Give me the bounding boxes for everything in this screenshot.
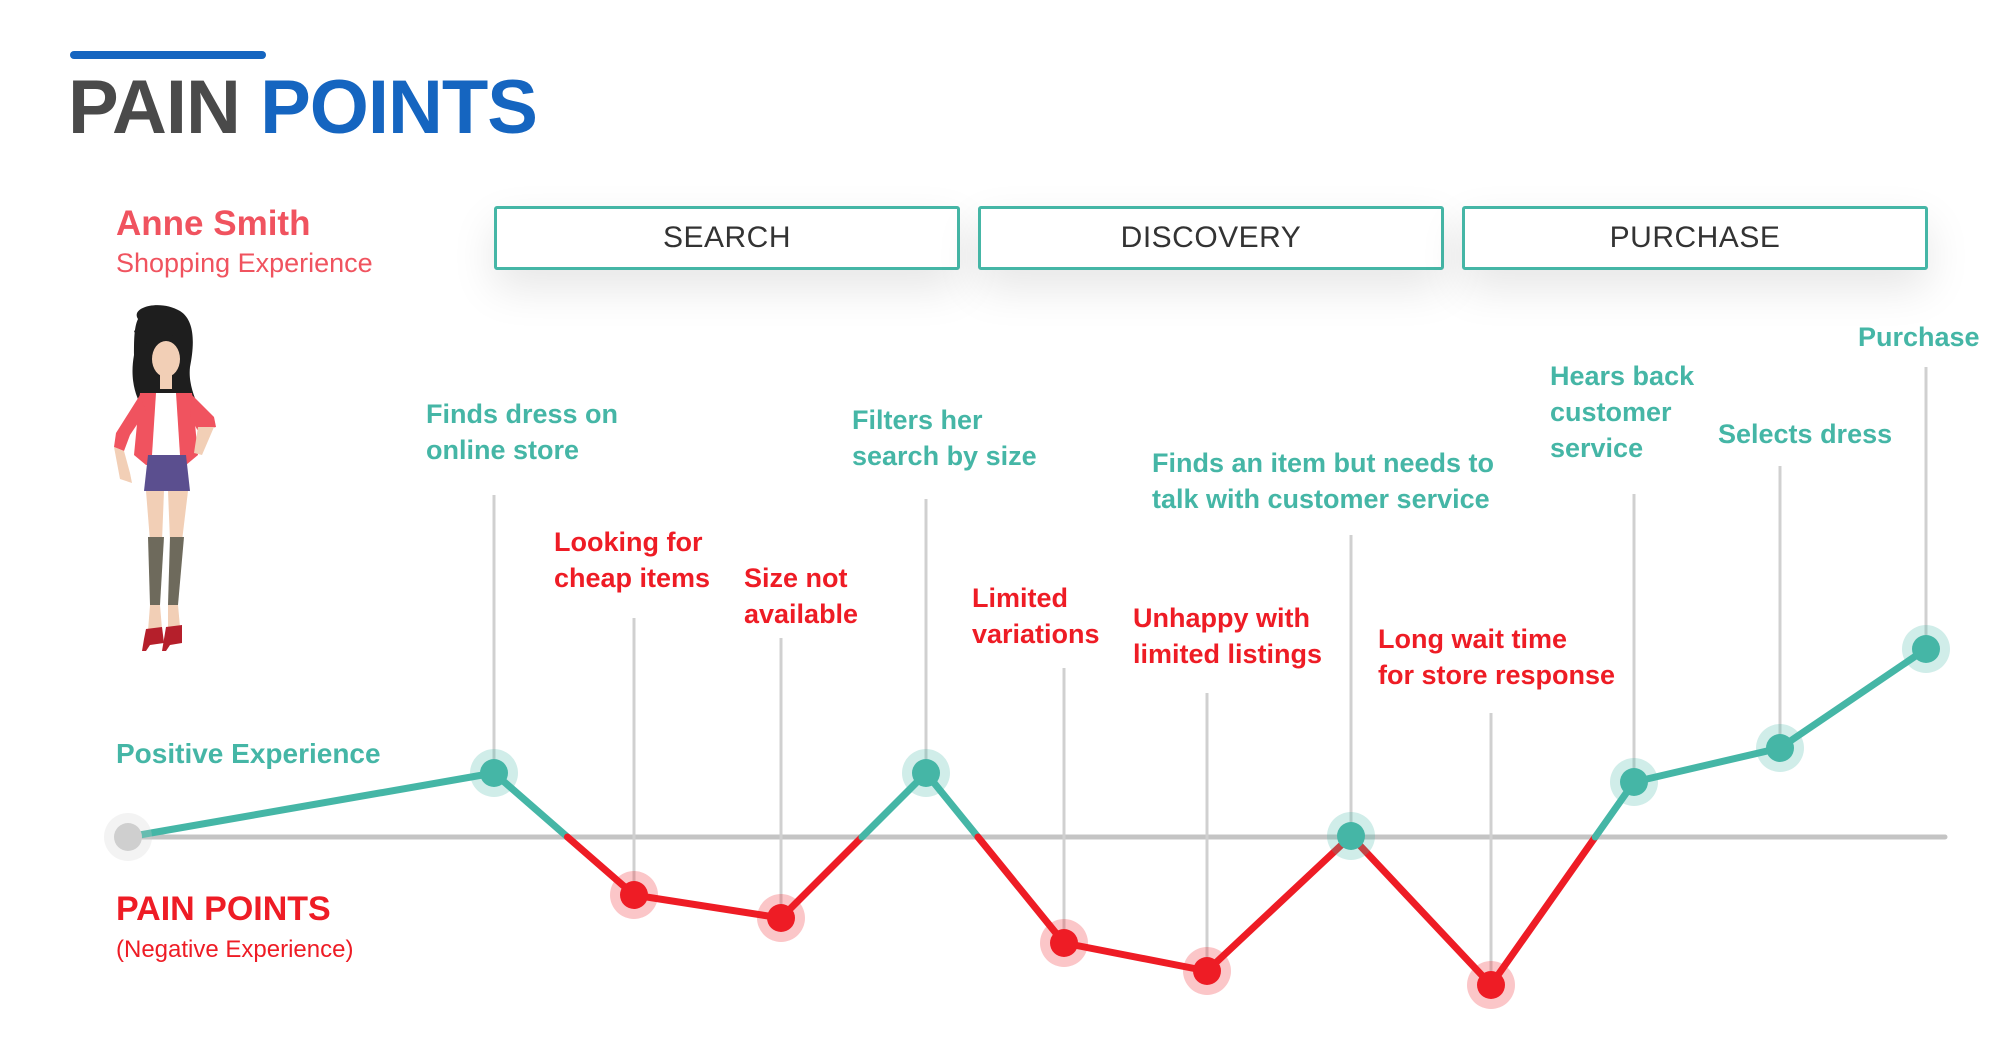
stage-discovery: DISCOVERY	[978, 206, 1444, 270]
positive-line-segment	[858, 769, 930, 841]
negative-line-segment	[1203, 833, 1354, 975]
positive-point-marker	[912, 759, 940, 787]
pain-point-marker	[1050, 929, 1078, 957]
positive-point-marker	[480, 759, 508, 787]
negative-line-segment	[777, 833, 866, 922]
pain-point-marker	[767, 904, 795, 932]
positive-experience-label: Positive Experience	[116, 738, 381, 769]
pain-point-marker	[1193, 957, 1221, 985]
positive-point-marker	[1620, 768, 1648, 796]
negative-line-segment	[1348, 833, 1495, 989]
title-accent-bar	[70, 51, 266, 59]
persona-illustration	[114, 305, 216, 651]
persona-name: Anne Smith	[116, 204, 311, 243]
positive-point-marker	[1912, 635, 1940, 663]
pain-point-marker	[1477, 971, 1505, 999]
stage-search: SEARCH	[494, 206, 960, 270]
page-title: PAIN POINTS	[68, 70, 538, 146]
positive-point-marker	[1337, 822, 1365, 850]
journey-step-label: Selects dress	[1718, 419, 1892, 449]
negative-line-segment	[1487, 833, 1599, 989]
pain-points-sublabel: (Negative Experience)	[116, 936, 354, 963]
negative-line-segment	[974, 833, 1068, 947]
page-title-part1: PAIN	[68, 65, 241, 150]
persona-subtitle: Shopping Experience	[116, 248, 373, 278]
positive-line-segment	[490, 769, 571, 841]
page-title-part2: POINTS	[260, 65, 538, 150]
pain-point-marker	[620, 881, 648, 909]
positive-line-segment	[1776, 645, 1930, 752]
stage-purchase: PURCHASE	[1462, 206, 1928, 270]
positive-line-segment	[1630, 744, 1784, 786]
positive-point-marker	[1766, 734, 1794, 762]
positive-line-segment	[124, 769, 498, 841]
negative-line-segment	[563, 833, 638, 899]
negative-line-segment	[1060, 939, 1211, 975]
journey-step-label: Purchase	[1858, 322, 1980, 352]
negative-line-segment	[630, 891, 785, 922]
journey-start-point	[114, 823, 142, 851]
pain-points-label: PAIN POINTS	[116, 890, 331, 928]
